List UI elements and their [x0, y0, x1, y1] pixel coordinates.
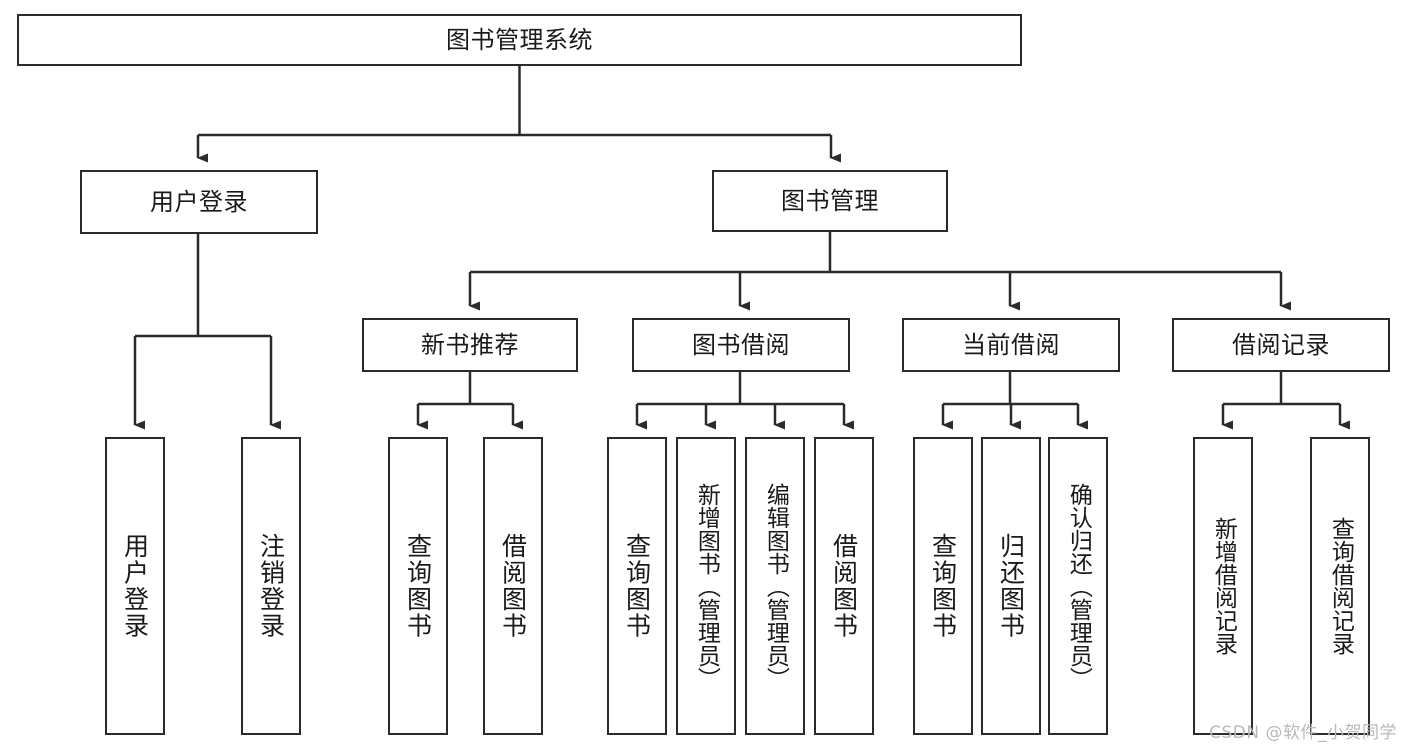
leaf-add-borrow-record[interactable]: 新增借阅记录	[1193, 437, 1253, 735]
node-current-borrow[interactable]: 当前借阅	[902, 318, 1120, 372]
leaf-user-login[interactable]: 用户登录	[105, 437, 165, 735]
leaf-borrow-book-newbook[interactable]: 借阅图书	[483, 437, 543, 735]
leaf-label: 新增图书（管理员）	[693, 482, 720, 690]
leaf-label: 查询借阅记录	[1327, 517, 1354, 655]
node-new-book-recommend[interactable]: 新书推荐	[362, 318, 578, 372]
leaf-add-book[interactable]: 新增图书（管理员）	[676, 437, 736, 735]
leaf-label: 查询图书	[928, 533, 958, 639]
node-label: 用户登录	[150, 187, 248, 216]
leaf-query-book-borrow[interactable]: 查询图书	[607, 437, 667, 735]
leaf-label: 归还图书	[996, 533, 1026, 639]
node-label: 图书借阅	[692, 330, 790, 359]
leaf-borrow-book-borrow[interactable]: 借阅图书	[814, 437, 874, 735]
node-book-management-system[interactable]: 图书管理系统	[17, 14, 1022, 66]
node-label: 当前借阅	[962, 330, 1060, 359]
node-label: 新书推荐	[421, 330, 519, 359]
leaf-label: 查询图书	[622, 533, 652, 639]
leaf-confirm-return[interactable]: 确认归还（管理员）	[1048, 437, 1108, 735]
leaf-logout-login[interactable]: 注销登录	[241, 437, 301, 735]
node-user-login[interactable]: 用户登录	[80, 170, 318, 234]
leaf-label: 注销登录	[256, 533, 286, 639]
leaf-label: 借阅图书	[829, 533, 859, 639]
leaf-label: 新增借阅记录	[1210, 517, 1237, 655]
leaf-edit-book[interactable]: 编辑图书（管理员）	[745, 437, 805, 735]
leaf-query-book-newbook[interactable]: 查询图书	[388, 437, 448, 735]
node-label: 图书管理	[781, 186, 879, 215]
leaf-label: 借阅图书	[498, 533, 528, 639]
leaf-query-borrow-record[interactable]: 查询借阅记录	[1310, 437, 1370, 735]
leaf-label: 用户登录	[120, 533, 150, 639]
leaf-return-book[interactable]: 归还图书	[981, 437, 1041, 735]
node-book-management[interactable]: 图书管理	[712, 170, 948, 232]
node-label: 图书管理系统	[446, 25, 593, 54]
leaf-query-book-current[interactable]: 查询图书	[913, 437, 973, 735]
leaf-label: 确认归还（管理员）	[1065, 482, 1092, 690]
node-label: 借阅记录	[1232, 330, 1330, 359]
csdn-watermark: CSDN @软件_小贺同学	[1209, 723, 1397, 743]
node-borrow-record[interactable]: 借阅记录	[1172, 318, 1390, 372]
leaf-label: 查询图书	[403, 533, 433, 639]
leaf-label: 编辑图书（管理员）	[762, 482, 789, 690]
node-book-borrow[interactable]: 图书借阅	[632, 318, 850, 372]
